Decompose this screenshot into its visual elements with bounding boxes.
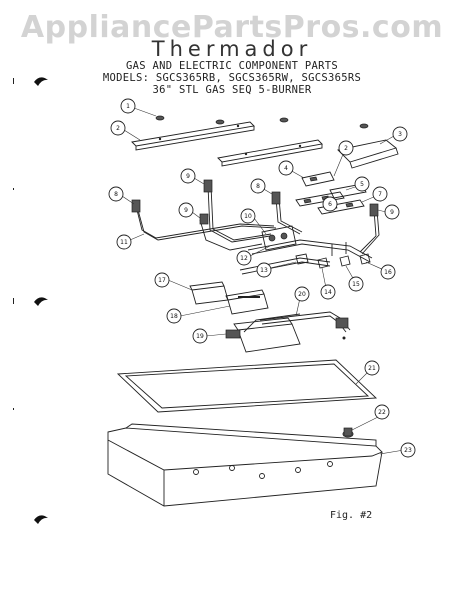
svg-text:8: 8	[114, 191, 118, 198]
svg-text:2: 2	[116, 125, 120, 132]
callout-23: 23	[400, 442, 416, 458]
svg-text:18: 18	[170, 313, 178, 320]
svg-text:17: 17	[158, 277, 166, 284]
svg-text:14: 14	[324, 289, 332, 296]
callout-17: 17	[154, 272, 170, 288]
svg-text:21: 21	[368, 365, 376, 372]
svg-text:9: 9	[184, 207, 188, 214]
part-23-tray	[107, 423, 383, 507]
callout-3: 3	[392, 126, 408, 142]
callout-16: 16	[380, 264, 396, 280]
callout-15: 15	[348, 276, 364, 292]
callout-8b: 8	[250, 178, 266, 194]
svg-text:19: 19	[196, 333, 204, 340]
callout-12: 12	[236, 250, 252, 266]
callout-2a: 2	[110, 120, 126, 136]
svg-text:10: 10	[244, 213, 252, 220]
svg-text:15: 15	[352, 281, 360, 288]
header-line-2: MODELS: SGCS365RB, SGCS365RW, SGCS365RS	[102, 72, 362, 84]
svg-text:22: 22	[378, 409, 386, 416]
svg-text:5: 5	[360, 181, 364, 188]
parts-19-20-harness	[225, 311, 351, 353]
parts-17-18-modules	[189, 281, 269, 315]
callout-14: 14	[320, 284, 336, 300]
svg-text:8: 8	[256, 183, 260, 190]
callout-5: 5	[354, 176, 370, 192]
part-2-brackets	[131, 121, 323, 167]
callout-2b: 2	[338, 140, 354, 156]
gas-manifold-tubing	[131, 179, 380, 275]
callout-9b: 9	[178, 202, 194, 218]
svg-text:3: 3	[398, 131, 402, 138]
part-22-knob	[342, 427, 354, 438]
svg-text:9: 9	[186, 173, 190, 180]
header-line-3: 36" STL GAS SEQ 5-BURNER	[152, 84, 312, 96]
svg-text:7: 7	[378, 191, 382, 198]
callout-4: 4	[278, 160, 294, 176]
watermark: AppliancePartsPros.com	[20, 10, 444, 45]
callout-9c: 9	[384, 204, 400, 220]
callout-11: 11	[116, 234, 132, 250]
svg-text:23: 23	[404, 447, 412, 454]
svg-text:9: 9	[390, 209, 394, 216]
svg-text:20: 20	[298, 291, 306, 298]
svg-text:1: 1	[126, 103, 130, 110]
callout-22: 22	[374, 404, 390, 420]
part-21-gasket	[116, 359, 378, 413]
callout-8a: 8	[108, 186, 124, 202]
part-3-bracket	[337, 139, 399, 169]
header-line-1: GAS AND ELECTRIC COMPONENT PARTS	[126, 60, 338, 72]
callout-1: 1	[120, 98, 136, 114]
callout-13: 13	[256, 262, 272, 278]
svg-text:2: 2	[344, 145, 348, 152]
callout-6: 6	[322, 196, 338, 212]
callout-10: 10	[240, 208, 256, 224]
svg-text:6: 6	[328, 201, 332, 208]
callout-9a: 9	[180, 168, 196, 184]
svg-text:12: 12	[240, 255, 248, 262]
callout-7: 7	[372, 186, 388, 202]
callout-20: 20	[294, 286, 310, 302]
part-1-grommets	[155, 115, 369, 129]
figure-label: Fig. #2	[330, 510, 373, 521]
svg-text:11: 11	[120, 239, 128, 246]
callout-18: 18	[166, 308, 182, 324]
svg-text:13: 13	[260, 267, 268, 274]
brand-title: Thermador	[151, 37, 313, 61]
svg-text:16: 16	[384, 269, 392, 276]
binder-marks	[13, 77, 48, 524]
callout-21: 21	[364, 360, 380, 376]
callout-19: 19	[192, 328, 208, 344]
svg-text:4: 4	[284, 165, 288, 172]
